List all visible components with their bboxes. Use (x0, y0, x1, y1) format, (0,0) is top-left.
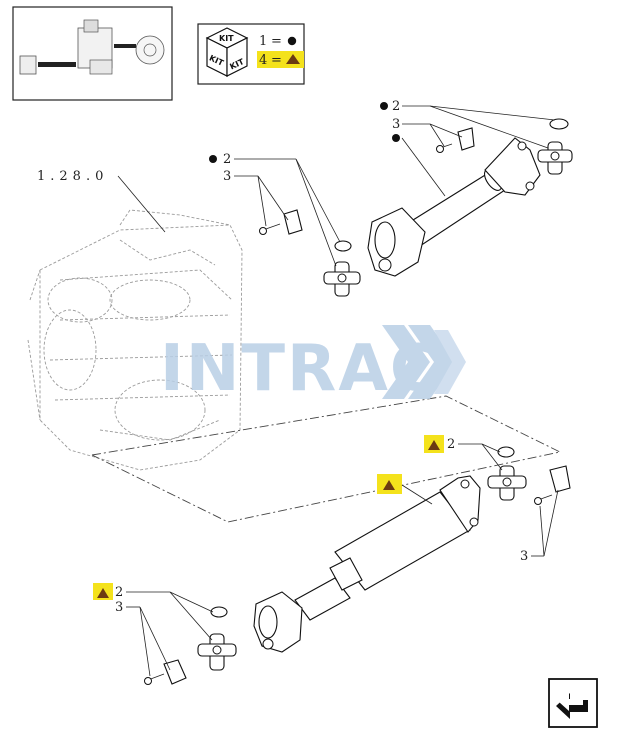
assembly-boundary-line (91, 395, 562, 523)
gearbox-ghost-outline (27, 209, 243, 471)
overview-thumbnail[interactable] (12, 6, 173, 101)
dot-symbol-icon (287, 36, 297, 46)
chevron-logo-icon (382, 325, 466, 399)
callout-lower-right-3: 3 (520, 549, 528, 564)
callout-lower-right-2: 2 (447, 437, 455, 452)
upper-left-strap-bolt (259, 209, 303, 235)
kit-legend: KIT KIT KIT 1 = 4 = (197, 23, 305, 85)
lower-left-strap-bolt (144, 659, 187, 685)
upper-right-circlip (549, 118, 569, 130)
thumbnail-drawing (19, 19, 165, 75)
callout-upper-right-2: 2 (392, 99, 400, 114)
kit-row2-number: 4 (259, 53, 267, 68)
lower-right-spider (487, 465, 527, 501)
lower-right-circlip (497, 446, 515, 458)
callout-upper-left-3: 3 (223, 169, 231, 184)
upper-left-circlip (334, 240, 352, 252)
dot-symbol-icon (380, 102, 388, 110)
triangle-symbol-icon (97, 588, 109, 598)
arrow-back-icon (556, 693, 588, 719)
back-nav-button[interactable] (548, 678, 598, 728)
callout-lower-left: 2 3 (93, 583, 214, 677)
kit-row1-number: 1 (259, 34, 267, 49)
lower-driveshaft (253, 475, 481, 653)
callout-lower-right: 2 3 (424, 435, 559, 564)
upper-driveshaft (367, 137, 541, 277)
reference-leader (117, 175, 166, 233)
reference-label[interactable]: 1.28.0 (37, 169, 166, 233)
triangle-symbol-icon (286, 54, 300, 64)
triangle-symbol-icon (383, 480, 395, 490)
callout-upper-right: 2 3 (380, 99, 556, 197)
upper-right-spider (537, 141, 573, 175)
lower-left-circlip (210, 606, 228, 618)
kit-row2-equals: = (271, 53, 282, 68)
lower-right-strap-bolt (534, 465, 571, 505)
reference-text: 1.28.0 (37, 169, 108, 184)
upper-left-spider (323, 261, 361, 297)
dot-symbol-icon (392, 134, 400, 142)
kit-box-icon: KIT KIT KIT (205, 27, 249, 77)
callout-upper-left-2: 2 (223, 152, 231, 167)
triangle-symbol-icon (428, 440, 440, 450)
callout-shaft-kit-marker (377, 474, 433, 505)
dot-symbol-icon (209, 155, 217, 163)
callout-lower-left-2: 2 (115, 585, 123, 600)
upper-right-strap-bolt (436, 127, 475, 153)
lower-left-spider (197, 633, 237, 671)
intrac-watermark: INTRAC (160, 325, 466, 406)
callout-upper-left: 2 3 (209, 152, 341, 267)
callout-lower-left-3: 3 (115, 600, 123, 615)
kit-row1-equals: = (271, 34, 282, 49)
kit-top-label: KIT (219, 34, 234, 43)
callout-upper-right-3: 3 (392, 117, 400, 132)
